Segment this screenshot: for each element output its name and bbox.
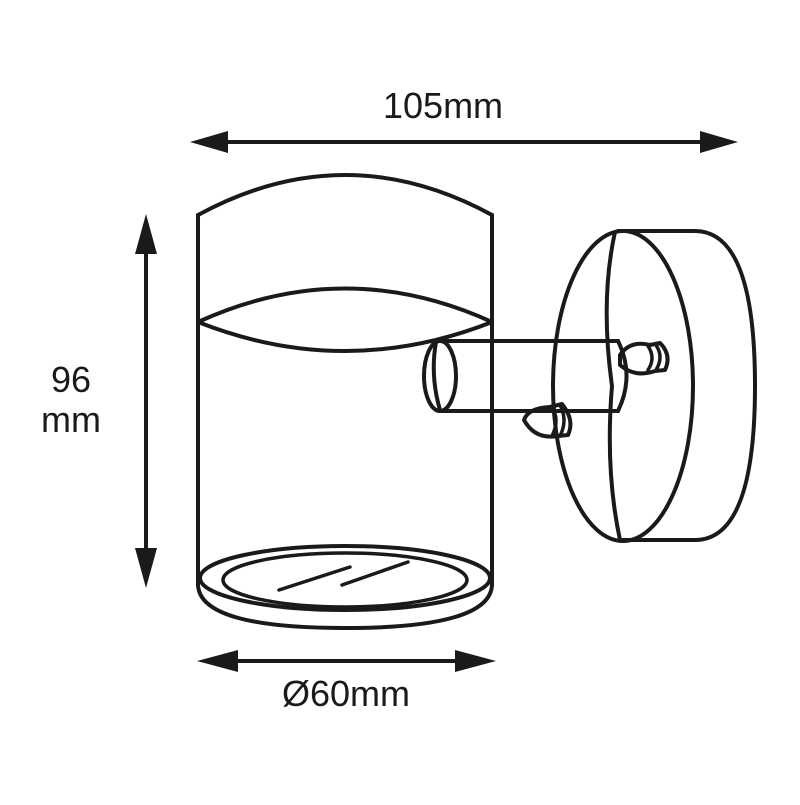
bottom-glass-lens [221, 551, 469, 609]
mounting-screws [522, 341, 670, 439]
diameter-dimension-label: Ø60mm [282, 673, 411, 714]
width-dimension-arrow [190, 131, 738, 153]
diameter-dimension-arrow [197, 650, 496, 672]
glass-reflection-line [340, 560, 410, 587]
height-value: 96 [50, 359, 92, 400]
glass-reflection-line [277, 565, 352, 592]
height-unit: mm [41, 399, 101, 440]
wall-mount-plate [551, 229, 757, 543]
top-cap [196, 173, 494, 217]
bottom-rim [196, 583, 494, 630]
width-dimension-label: 105mm [383, 85, 504, 126]
connecting-arm [422, 339, 629, 413]
cylindrical-lamp-body [196, 173, 494, 630]
height-dimension-arrow [135, 214, 157, 588]
height-dimension-label: 96 mm [38, 360, 104, 440]
